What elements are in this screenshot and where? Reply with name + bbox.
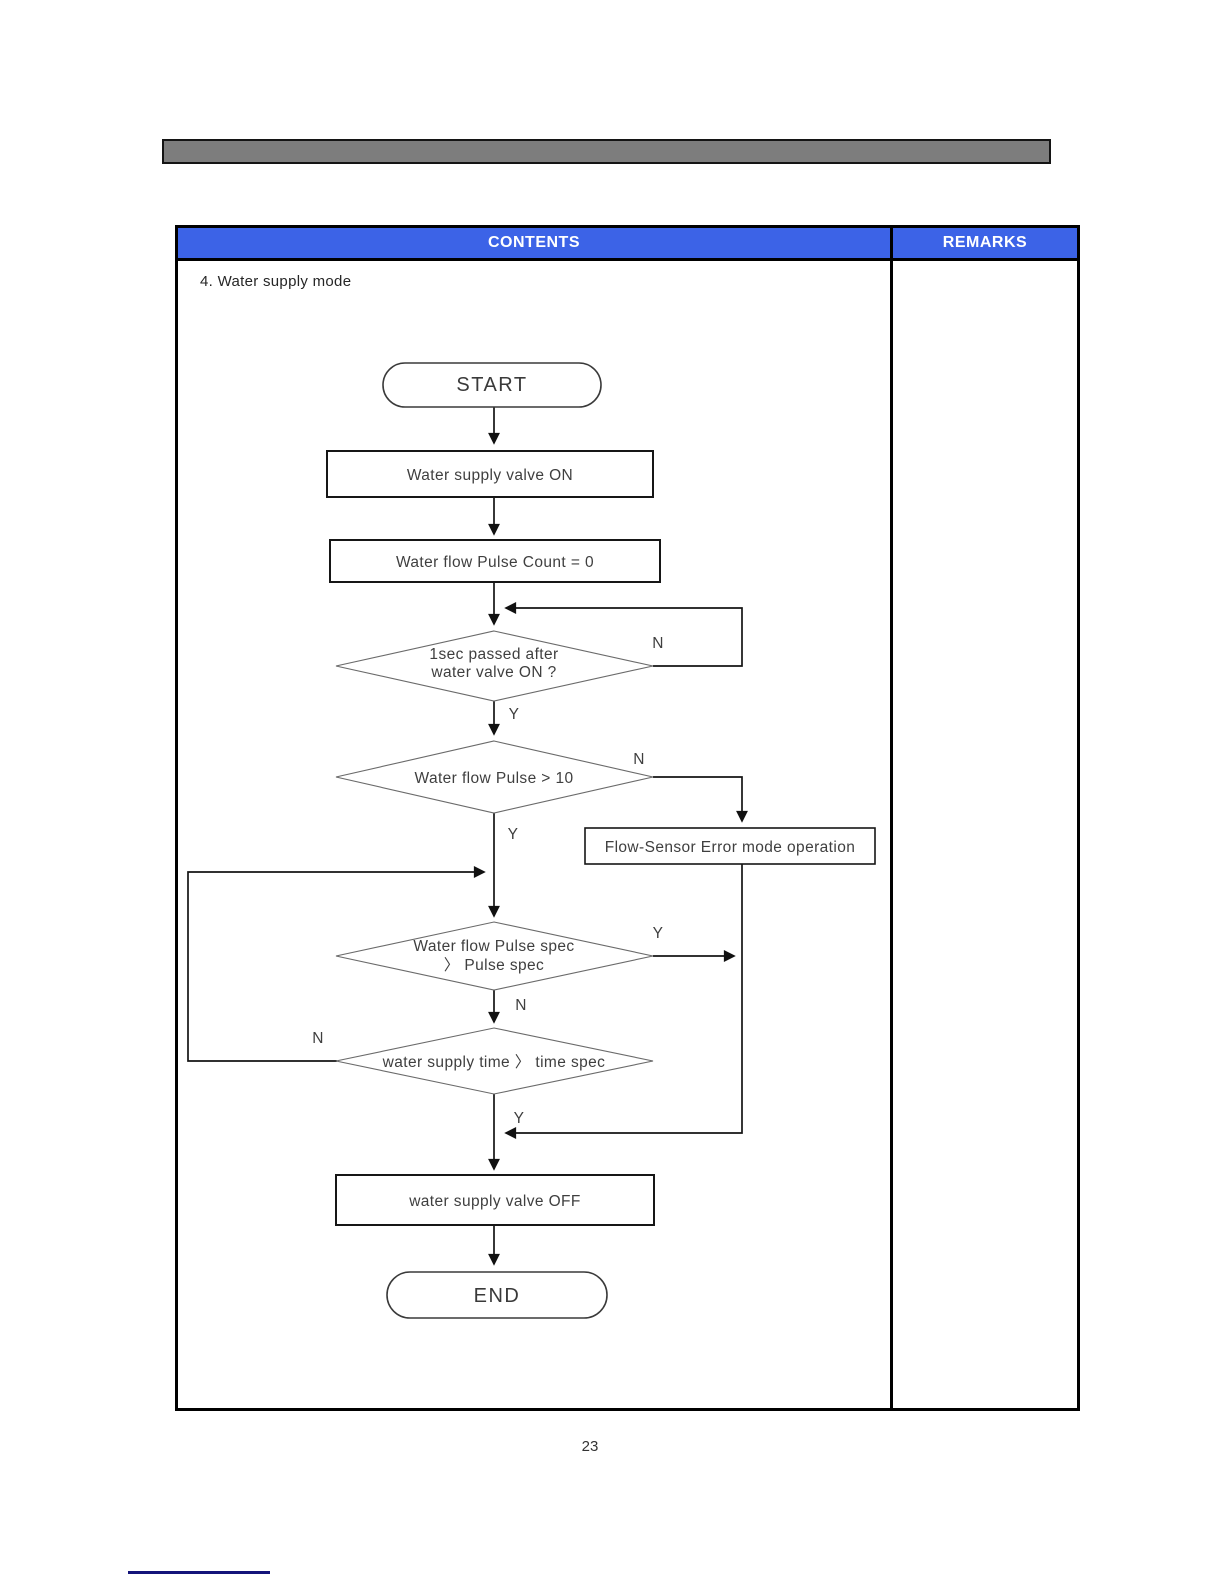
contents-header-label: CONTENTS [488, 234, 580, 251]
valve-off-label: water supply valve OFF [408, 1193, 581, 1210]
pulse-spec-line2: 〉 Pulse spec [444, 957, 544, 974]
pulse-spec-line1: Water flow Pulse spec [413, 938, 574, 955]
pulse-spec-no-label: N [515, 997, 527, 1014]
1sec-passed-line2: water valve ON ? [430, 664, 556, 681]
page-number: 23 [581, 1438, 599, 1455]
contents-header-cell: CONTENTS [178, 228, 890, 258]
loop-time-spec-no [187, 866, 486, 1062]
footer-underline [128, 1571, 270, 1574]
pulse10-no-label: N [633, 751, 645, 768]
pulse-count-label: Water flow Pulse Count = 0 [396, 554, 594, 571]
pulse-count-box [329, 539, 661, 583]
remarks-header-label: REMARKS [942, 234, 1028, 251]
pulse10-diamond [335, 740, 654, 814]
time-spec-label: water supply time 〉 time spec [382, 1054, 606, 1071]
start-terminal [382, 362, 602, 408]
flow-sensor-error-box [584, 827, 876, 865]
pulse-spec-diamond [335, 921, 654, 991]
valve-on-label: Water supply valve ON [407, 467, 573, 484]
flow-sensor-error-label: Flow-Sensor Error mode operation [605, 839, 856, 856]
table-header-row: CONTENTS REMARKS [178, 228, 1077, 261]
end-label: END [474, 1285, 521, 1307]
1sec-passed-diamond [335, 630, 654, 702]
section-title: 4. Water supply mode [200, 273, 352, 290]
pulse10-yes-label: Y [508, 826, 519, 843]
1sec-no-label: N [652, 635, 664, 652]
loop-1sec-no [504, 602, 743, 667]
time-spec-diamond [335, 1027, 654, 1095]
pulse10-label: Water flow Pulse > 10 [414, 770, 573, 787]
1sec-passed-line1: 1sec passed after [429, 646, 558, 663]
time-spec-yes-label: Y [514, 1110, 525, 1127]
top-title-bar [162, 139, 1051, 164]
valve-on-box [326, 450, 654, 498]
line-error-box-down-and-merge [504, 864, 743, 1139]
start-label: START [456, 374, 527, 396]
pulse-spec-yes-label: Y [653, 925, 664, 942]
remarks-header-cell: REMARKS [890, 228, 1077, 258]
valve-off-box [335, 1174, 655, 1226]
branch-pulse10-no [653, 776, 748, 823]
end-terminal [386, 1271, 608, 1319]
column-divider [890, 261, 893, 1408]
time-spec-no-label: N [312, 1030, 324, 1047]
1sec-yes-label: Y [509, 706, 520, 723]
